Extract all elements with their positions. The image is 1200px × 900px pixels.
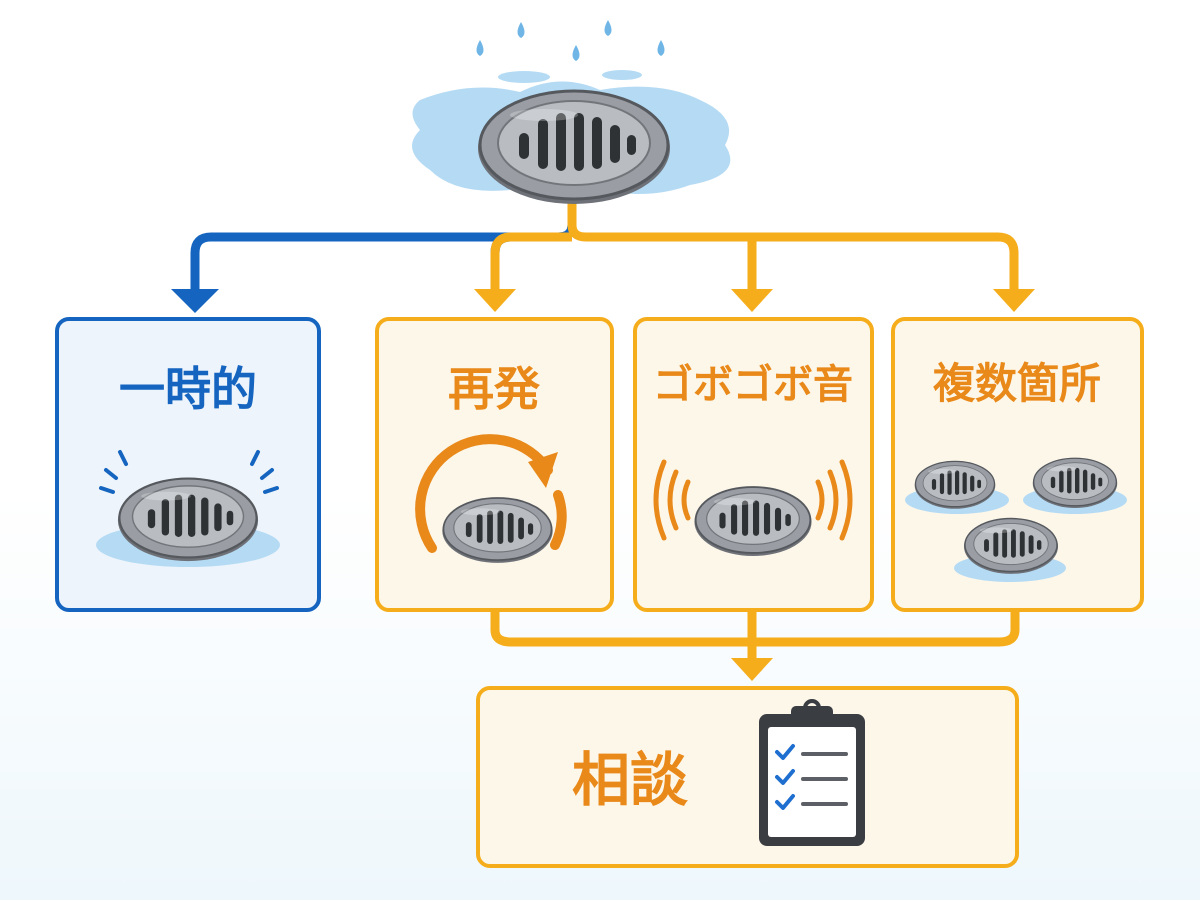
connector-to-gurgling (567, 200, 757, 292)
water-splash-icon (602, 70, 642, 80)
connector-to-recurring (490, 200, 577, 292)
drain-icon (116, 477, 260, 562)
label-multiple: 複数箇所 (933, 359, 1101, 408)
connector-lines (190, 200, 1020, 660)
cycle-arrow-icon (415, 434, 553, 553)
box-multiple (891, 317, 1144, 612)
motion-lines-icon (99, 450, 279, 494)
box-consult (476, 686, 1019, 868)
arrow-down-icon (474, 289, 516, 312)
gurgling-drain-icon (693, 486, 813, 558)
arrow-down-icon (171, 289, 219, 313)
arrow-down-icon (993, 289, 1035, 312)
cycle-arrow-icon (528, 452, 558, 488)
water-splash-icon (498, 71, 550, 83)
connector-to-multiple (752, 232, 1019, 292)
arrow-down-icon (731, 289, 773, 312)
label-recurring: 再発 (448, 362, 541, 416)
multiple-drains-icon (905, 457, 1127, 582)
label-gurgling: ゴボゴボ音 (653, 362, 853, 408)
node-gurgling: ゴボゴボ音 (633, 317, 874, 612)
label-consult: 相談 (572, 746, 688, 814)
cycle-arrow-icon (550, 490, 567, 550)
box-gurgling (633, 317, 874, 612)
node-multiple: 複数箇所 (891, 317, 1144, 612)
node-temporary: 一時的 (55, 317, 321, 612)
connector-bottom-merge (490, 612, 1020, 660)
sound-waves-icon (653, 459, 853, 541)
connector-to-temporary (190, 200, 577, 292)
water-drops-icon (476, 20, 665, 61)
node-consult: 相談 (476, 686, 1019, 868)
top-drain (412, 20, 731, 205)
recurring-drain-icon (441, 496, 554, 564)
label-temporary: 一時的 (119, 362, 257, 416)
connector-to-recurring-orange (490, 232, 572, 292)
clipboard-checklist-icon (759, 699, 865, 846)
overflowing-drain-icon (476, 89, 672, 205)
arrow-down-icon (731, 658, 773, 681)
node-recurring: 再発 (375, 317, 614, 612)
arrowheads (171, 289, 1035, 681)
